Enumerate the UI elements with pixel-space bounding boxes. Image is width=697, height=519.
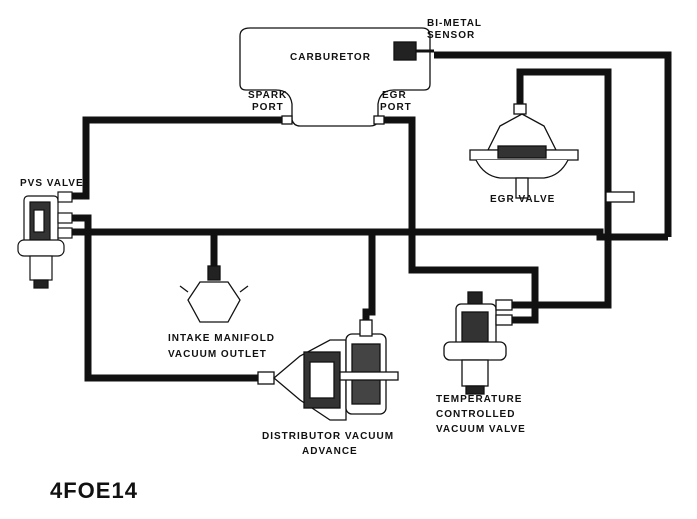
hose-egr-valve <box>512 68 612 309</box>
carburetor-label: CARBURETOR <box>290 52 371 63</box>
egr-port-label-1: EGR <box>382 90 407 101</box>
distributor-label-2: ADVANCE <box>302 446 358 457</box>
egr-valve <box>469 103 579 199</box>
intake-manifold-outlet <box>179 265 249 323</box>
hose-spark-to-pvs <box>72 116 290 200</box>
hose-egr-port <box>384 116 539 324</box>
right-hose-fitting <box>605 191 635 203</box>
hose-pvs-to-distributor <box>72 214 265 382</box>
pvs-valve-label: PVS VALVE <box>20 178 84 189</box>
hose-bimetal <box>434 51 672 237</box>
intake-manifold-label-1: INTAKE MANIFOLD <box>168 333 276 344</box>
spark-port-label-2: PORT <box>252 102 284 113</box>
hose-distributor-up <box>362 232 376 332</box>
hose-manifold-rail <box>72 228 668 241</box>
vacuum-hoses <box>72 51 672 382</box>
temperature-controlled-vacuum-valve <box>443 291 513 395</box>
bimetal-sensor-label-2: SENSOR <box>427 30 476 41</box>
spark-port-label-1: SPARK <box>248 90 288 101</box>
distributor-label-1: DISTRIBUTOR VACUUM <box>262 431 395 442</box>
tcv-label-3: VACUUM VALVE <box>436 424 526 435</box>
tcv-label-1: TEMPERATURE <box>436 394 523 405</box>
distributor-vacuum-advance <box>257 319 399 421</box>
pvs-valve <box>17 191 73 289</box>
carburetor <box>239 27 434 127</box>
intake-manifold-label-2: VACUUM OUTLET <box>168 349 267 360</box>
bimetal-sensor-label-1: BI-METAL <box>427 18 483 29</box>
egr-port-label-2: PORT <box>380 102 412 113</box>
figure-code: 4FOE14 <box>50 478 138 503</box>
egr-valve-label: EGR VALVE <box>490 194 556 205</box>
tcv-label-2: CONTROLLED <box>436 409 516 420</box>
